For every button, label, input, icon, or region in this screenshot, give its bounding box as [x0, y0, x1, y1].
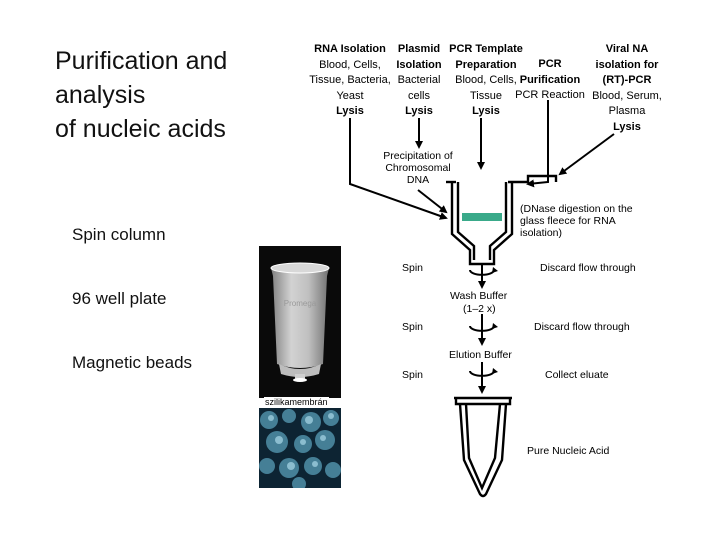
- source-pcr-template: PCR Template Preparation Blood, Cells, T…: [449, 43, 523, 117]
- slide-title: Purification and analysis of nucleic aci…: [55, 44, 285, 146]
- arrow-viral-to-column: [558, 133, 615, 176]
- elution-buffer-label: Elution Buffer: [449, 349, 512, 361]
- precipitation-label: Precipitation of Chromosomal DNA: [383, 150, 453, 186]
- spin-column-diagram: [446, 174, 558, 266]
- step-1-action: Spin: [402, 262, 424, 274]
- final-product-label: Pure Nucleic Acid: [527, 445, 610, 457]
- format-magnetic-beads: Magnetic beads: [72, 353, 193, 372]
- arrow-rna-to-column: [349, 118, 448, 220]
- step-2-result: Discard flow through: [534, 321, 630, 333]
- arrow-pcr-purification-to-column: [526, 100, 549, 188]
- arrow-precipitation-to-column: [417, 189, 448, 214]
- source-pcr-purification: PCR Purification PCR Reaction: [515, 58, 585, 101]
- step-2-action: Spin: [402, 321, 424, 333]
- wash-repeat-label: (1–2 x): [463, 303, 496, 315]
- source-plasmid-isolation: Plasmid Isolation Bacterial cells Lysis: [396, 43, 442, 117]
- title-line-3: of nucleic acids: [55, 115, 226, 143]
- source-viral-na: Viral NA isolation for (RT)-PCR Blood, S…: [592, 43, 662, 133]
- format-spin-column: Spin column: [72, 225, 166, 244]
- step-3-result: Collect eluate: [545, 369, 609, 381]
- source-rna-isolation: RNA Isolation Blood, Cells, Tissue, Bact…: [309, 43, 391, 117]
- wash-buffer-label: Wash Buffer: [450, 290, 508, 302]
- title-line-2: analysis: [55, 81, 146, 109]
- spin-column-photo: Promega: [259, 246, 341, 398]
- silica-membrane-image: [259, 408, 341, 488]
- photo-caption: szilikamembrán: [264, 397, 329, 408]
- collection-tube-diagram: [454, 396, 512, 498]
- format-96-well-plate: 96 well plate: [72, 289, 167, 308]
- step-1-result: Discard flow through: [540, 262, 636, 274]
- step-3-action: Spin: [402, 369, 424, 381]
- title-line-1: Purification and: [55, 47, 228, 75]
- promega-logo-text: Promega: [284, 299, 317, 308]
- dnase-note: (DNase digestion on the glass fleece for…: [520, 203, 633, 239]
- silica-membrane-diagram: [462, 213, 502, 221]
